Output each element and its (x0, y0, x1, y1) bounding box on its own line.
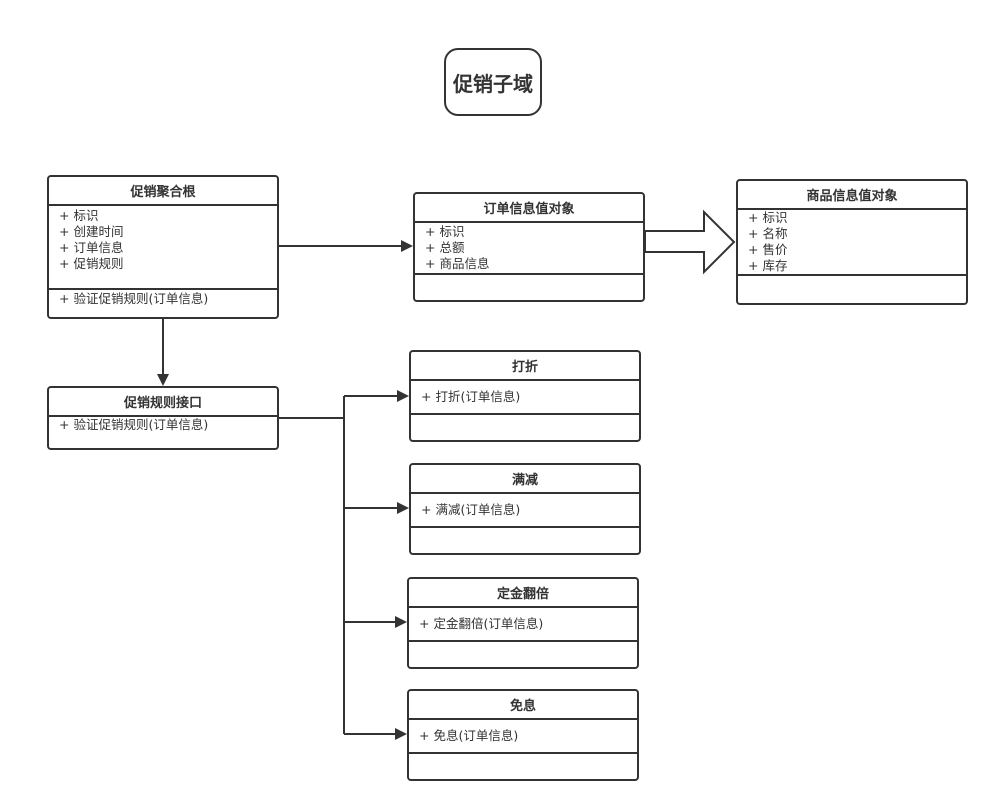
class-aggregate-root: 促销聚合根 + 标识 + 创建时间 + 订单信息 + 促销规则 + 验证促销规则… (47, 175, 279, 319)
attribute: + 总额 (425, 240, 465, 255)
class-deposit-double-extra (409, 640, 637, 642)
class-deposit-double-methods: + 定金翻倍(订单信息) (409, 608, 637, 640)
attribute: + 名称 (748, 226, 788, 241)
class-discount-extra (411, 413, 639, 415)
attribute: + 标识 (748, 210, 788, 225)
method: + 满减(订单信息) (421, 502, 521, 517)
method: + 定金翻倍(订单信息) (419, 616, 544, 631)
method: + 验证促销规则(订单信息) (59, 417, 209, 432)
class-aggregate-root-name: 促销聚合根 (49, 177, 277, 206)
class-product-info-name: 商品信息值对象 (738, 181, 966, 210)
class-aggregate-root-methods: + 验证促销规则(订单信息) (49, 288, 277, 307)
arrowhead-discount (397, 390, 409, 402)
diagram-title: 促销子域 (444, 48, 542, 116)
arrowhead-full-reduction (397, 502, 409, 514)
class-order-info: 订单信息值对象 + 标识 + 总额 + 商品信息 (413, 192, 645, 302)
class-discount-methods: + 打折(订单信息) (411, 381, 639, 413)
class-product-info-methods (738, 274, 966, 276)
attribute: + 库存 (748, 258, 788, 273)
arrowhead-order (401, 240, 413, 252)
class-rule-interface-methods: + 验证促销规则(订单信息) (49, 417, 277, 433)
class-order-info-name: 订单信息值对象 (415, 194, 643, 223)
arrowhead-interest-free (395, 728, 407, 740)
method: + 打折(订单信息) (421, 389, 521, 404)
attribute: + 商品信息 (425, 256, 490, 271)
class-aggregate-root-attributes: + 标识 + 创建时间 + 订单信息 + 促销规则 (49, 206, 277, 288)
composition-arrow-order-product (644, 209, 736, 275)
class-full-reduction-extra (411, 526, 639, 528)
class-deposit-double-name: 定金翻倍 (409, 579, 637, 608)
realization-trunk (279, 417, 345, 734)
class-deposit-double: 定金翻倍 + 定金翻倍(订单信息) (407, 577, 639, 669)
class-product-info: 商品信息值对象 + 标识 + 名称 + 售价 + 库存 (736, 179, 968, 305)
class-discount: 打折 + 打折(订单信息) (409, 350, 641, 442)
class-product-info-attributes: + 标识 + 名称 + 售价 + 库存 (738, 210, 966, 274)
class-full-reduction: 满减 + 满减(订单信息) (409, 463, 641, 555)
class-rule-interface-name: 促销规则接口 (49, 388, 277, 417)
class-full-reduction-methods: + 满减(订单信息) (411, 494, 639, 526)
class-order-info-attributes: + 标识 + 总额 + 商品信息 (415, 223, 643, 273)
method: + 免息(订单信息) (419, 728, 519, 743)
arrowhead-rule (157, 374, 169, 386)
arrowhead-deposit-double (395, 616, 407, 628)
attribute: + 售价 (748, 242, 788, 257)
class-rule-interface: 促销规则接口 + 验证促销规则(订单信息) (47, 386, 279, 450)
class-discount-name: 打折 (411, 352, 639, 381)
attribute: + 创建时间 (59, 224, 124, 239)
class-interest-free-extra (409, 752, 637, 754)
attribute: + 标识 (59, 208, 99, 223)
class-interest-free: 免息 + 免息(订单信息) (407, 689, 639, 781)
attribute: + 标识 (425, 224, 465, 239)
class-order-info-methods (415, 273, 643, 275)
class-interest-free-name: 免息 (409, 691, 637, 720)
class-full-reduction-name: 满减 (411, 465, 639, 494)
attribute: + 促销规则 (59, 256, 124, 271)
attribute: + 订单信息 (59, 240, 124, 255)
method: + 验证促销规则(订单信息) (59, 291, 209, 306)
class-interest-free-methods: + 免息(订单信息) (409, 720, 637, 752)
